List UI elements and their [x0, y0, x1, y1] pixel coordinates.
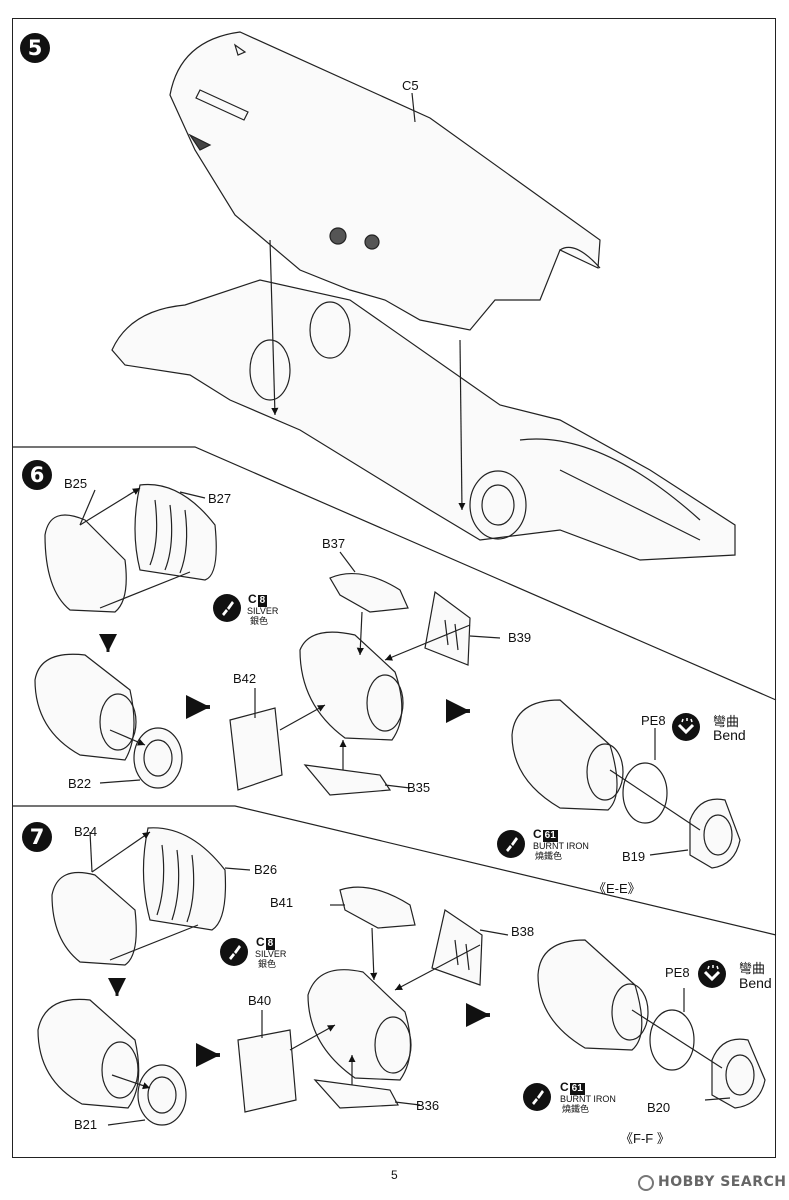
step-6-badge: 6 [22, 460, 52, 490]
paint-brush-icon [213, 594, 241, 622]
part-label-pe8: PE8 [665, 965, 690, 980]
step7-b36-panel [313, 1079, 399, 1109]
step6-ring-b22 [133, 727, 183, 789]
step5-fuselage-bottom [111, 279, 736, 561]
part-label-b39: B39 [508, 630, 532, 645]
hobby-search-logo-icon [638, 1175, 654, 1191]
paint-cn-silver: 銀色 [250, 616, 269, 626]
step7-nozzle-a [51, 871, 137, 966]
step6-b39-panel [424, 590, 471, 666]
part-label-b20: B20 [647, 1100, 671, 1115]
part-label-b41: B41 [270, 895, 294, 910]
paint-brush-icon [523, 1083, 551, 1111]
step7-b38-panel [431, 909, 483, 986]
page-number: 5 [391, 1168, 398, 1182]
step6-nozzle-b [34, 653, 137, 761]
paint-name-burnt-iron: BURNT IRON [560, 1094, 616, 1104]
part-label-b35: B35 [407, 780, 431, 795]
view-label-ee: 《E-E》 [593, 881, 641, 896]
page-frame [12, 18, 776, 1158]
step7-final-nozzle [537, 939, 649, 1051]
part-label-b19: B19 [622, 849, 646, 864]
step6-b42-panel [229, 707, 283, 791]
paint-cn-burnt-iron: 燒鐵色 [562, 1104, 590, 1114]
step7-ring-b21 [137, 1064, 187, 1126]
bend-icon [698, 960, 726, 988]
bend-icon [672, 713, 700, 741]
part-label-b38: B38 [511, 924, 535, 939]
paint-cn-burnt-iron: 燒鐵色 [535, 851, 563, 861]
step7-pe8-ring [649, 1009, 695, 1071]
part-label-pe8: PE8 [641, 713, 666, 728]
step6-core [299, 631, 404, 741]
view-label-ff: 《F-F 》 [620, 1131, 670, 1146]
step7-liner-b26 [142, 827, 227, 931]
paint-cn-silver: 銀色 [258, 959, 277, 969]
part-label-b21: B21 [74, 1117, 98, 1132]
part-label-b25: B25 [64, 476, 88, 491]
bend-label-en: Bend [739, 975, 772, 991]
paint-name-silver: SILVER [247, 606, 279, 616]
step6-nozzle-a [44, 514, 127, 613]
bend-label-cn: 彎曲 [713, 714, 740, 729]
part-label-b40: B40 [248, 993, 272, 1008]
step7-divider [12, 805, 777, 936]
part-label-b42: B42 [233, 671, 257, 686]
step6-final-nozzle [511, 699, 624, 811]
step6-b37-panel [329, 572, 409, 613]
part-label-c5: C5 [402, 78, 419, 93]
step6-pe8-ring [622, 762, 668, 824]
step6-b19-ring [689, 798, 741, 869]
paint-name-burnt-iron: BURNT IRON [533, 841, 589, 851]
paint-brush-icon [497, 830, 525, 858]
paint-brush-icon [220, 938, 248, 966]
step7-core [307, 969, 412, 1081]
step6-liner-b27 [134, 483, 217, 581]
watermark-text: HOBBY SEARCH [658, 1174, 787, 1190]
step-7-badge: 7 [22, 822, 52, 852]
step5-fuselage-top [169, 31, 601, 331]
step7-b20-ring [711, 1038, 766, 1109]
paint-name-silver: SILVER [255, 949, 287, 959]
step6-divider [12, 446, 777, 701]
part-label-b37: B37 [322, 536, 346, 551]
part-label-b24: B24 [74, 824, 98, 839]
step-5-badge: 5 [20, 33, 50, 63]
part-label-b26: B26 [254, 862, 278, 877]
part-label-b36: B36 [416, 1098, 440, 1113]
bend-label-en: Bend [713, 727, 746, 743]
step7-b40-panel [237, 1029, 297, 1113]
step7-b41-panel [339, 886, 416, 929]
step7-nozzle-b [37, 998, 140, 1109]
step6-b35-panel [303, 764, 392, 796]
bend-label-cn: 彎曲 [739, 961, 766, 976]
part-label-b27: B27 [208, 491, 232, 506]
part-label-b22: B22 [68, 776, 92, 791]
